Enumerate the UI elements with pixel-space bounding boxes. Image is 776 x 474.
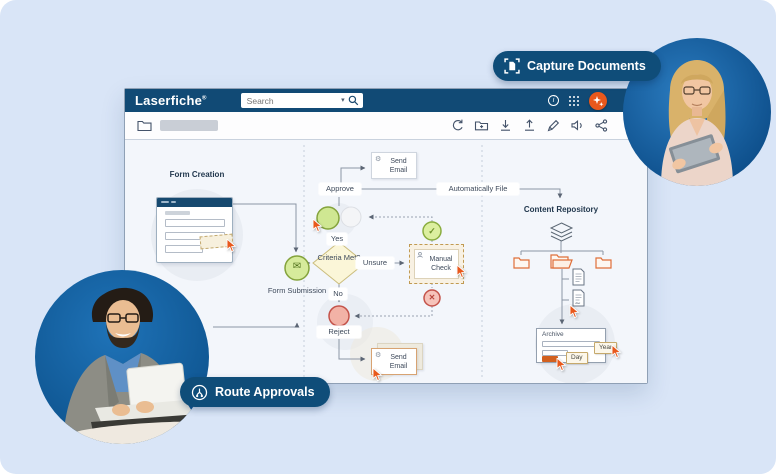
cursor-icon [556,358,567,372]
automatically-file-label: Automatically File [437,183,519,195]
criteria-label: Criteria Met? [317,253,361,262]
capture-scan-icon [504,58,520,74]
share-icon[interactable] [594,118,609,133]
envelope-icon: ✉ [292,261,302,272]
manual-check-box[interactable]: Manual Check [409,244,464,284]
form-submission-label: Form Submission [267,286,327,295]
merge-node[interactable] [340,206,362,228]
cursor-icon [226,239,237,253]
app-window: Laserfiche® ▾ i [124,88,648,384]
capture-documents-badge[interactable]: Capture Documents [493,51,661,81]
window-header: Laserfiche® ▾ i [125,89,647,112]
reject-node[interactable] [328,305,350,327]
apps-grid-icon[interactable] [568,95,580,107]
send-email-bottom-box[interactable]: ⚙ Send Email [371,348,417,375]
refresh-icon[interactable] [450,118,465,133]
manual-check-inner: Manual Check [414,249,459,279]
info-icon[interactable]: i [548,95,559,106]
chevron-down-icon[interactable]: ▾ [341,97,345,104]
route-icon [191,384,208,400]
form-creation-mockup[interactable] [156,197,234,263]
gear-icon: ⚙ [375,156,382,163]
archive-field[interactable] [542,341,600,347]
archive-title: Archive [542,331,564,338]
form-creation-label: Form Creation [169,170,225,179]
document-icon[interactable] [571,268,586,286]
folder-closed-icon[interactable] [513,255,530,269]
repository-stack-icon[interactable] [549,222,574,242]
yes-label: Yes [327,233,347,245]
cursor-icon [372,368,383,382]
ai-assistant-icon[interactable] [589,91,607,110]
send-email-top-box[interactable]: ⚙ Send Email [371,152,417,179]
breadcrumb-placeholder [160,120,218,131]
search-icon[interactable] [348,95,359,106]
reject-label: Reject [317,326,361,338]
approve-label: Approve [319,183,361,195]
criteria-gateway-node[interactable] [312,241,366,285]
archive-button[interactable] [542,356,558,362]
signature-icon[interactable] [546,118,561,133]
day-tag[interactable]: Day [566,352,588,364]
document-icon[interactable] [571,289,586,307]
form-titlebar [157,198,232,207]
person-icon [417,252,423,258]
folder-open-icon[interactable] [549,251,576,270]
man-at-laptop-photo [35,270,209,444]
capture-documents-label: Capture Documents [527,59,646,73]
checkmark-icon: ✓ [428,226,436,236]
folder-closed-icon[interactable] [595,255,612,269]
search-input[interactable] [246,95,339,106]
content-repository-label: Content Repository [523,205,599,214]
download-icon[interactable] [498,118,513,133]
new-folder-icon[interactable] [474,118,489,133]
route-approvals-badge[interactable]: Route Approvals [180,377,330,407]
search-box[interactable]: ▾ [240,93,363,108]
cursor-icon [312,219,323,233]
gear-icon: ⚙ [375,352,382,359]
check-pass-node[interactable] [422,221,442,241]
folder-icon[interactable] [137,119,152,132]
no-label: No [329,288,347,300]
cross-icon: ✕ [428,293,436,302]
route-approvals-label: Route Approvals [215,385,315,399]
window-toolbar [125,112,647,140]
year-tag[interactable]: Year [594,342,618,354]
upload-icon[interactable] [522,118,537,133]
approve-task-node[interactable] [316,206,340,230]
sparkle-icon [593,95,604,106]
cursor-icon [611,345,622,359]
workflow-canvas: Form Creation Form Submission ✉ Approve … [125,140,647,383]
form-submission-node[interactable] [284,255,310,281]
cursor-icon [569,305,580,319]
laserfiche-logo: Laserfiche® [135,93,207,108]
announcement-icon[interactable] [570,118,585,133]
unsure-label: Unsure [356,257,394,269]
cursor-icon [456,265,467,279]
check-fail-node[interactable] [423,289,441,307]
